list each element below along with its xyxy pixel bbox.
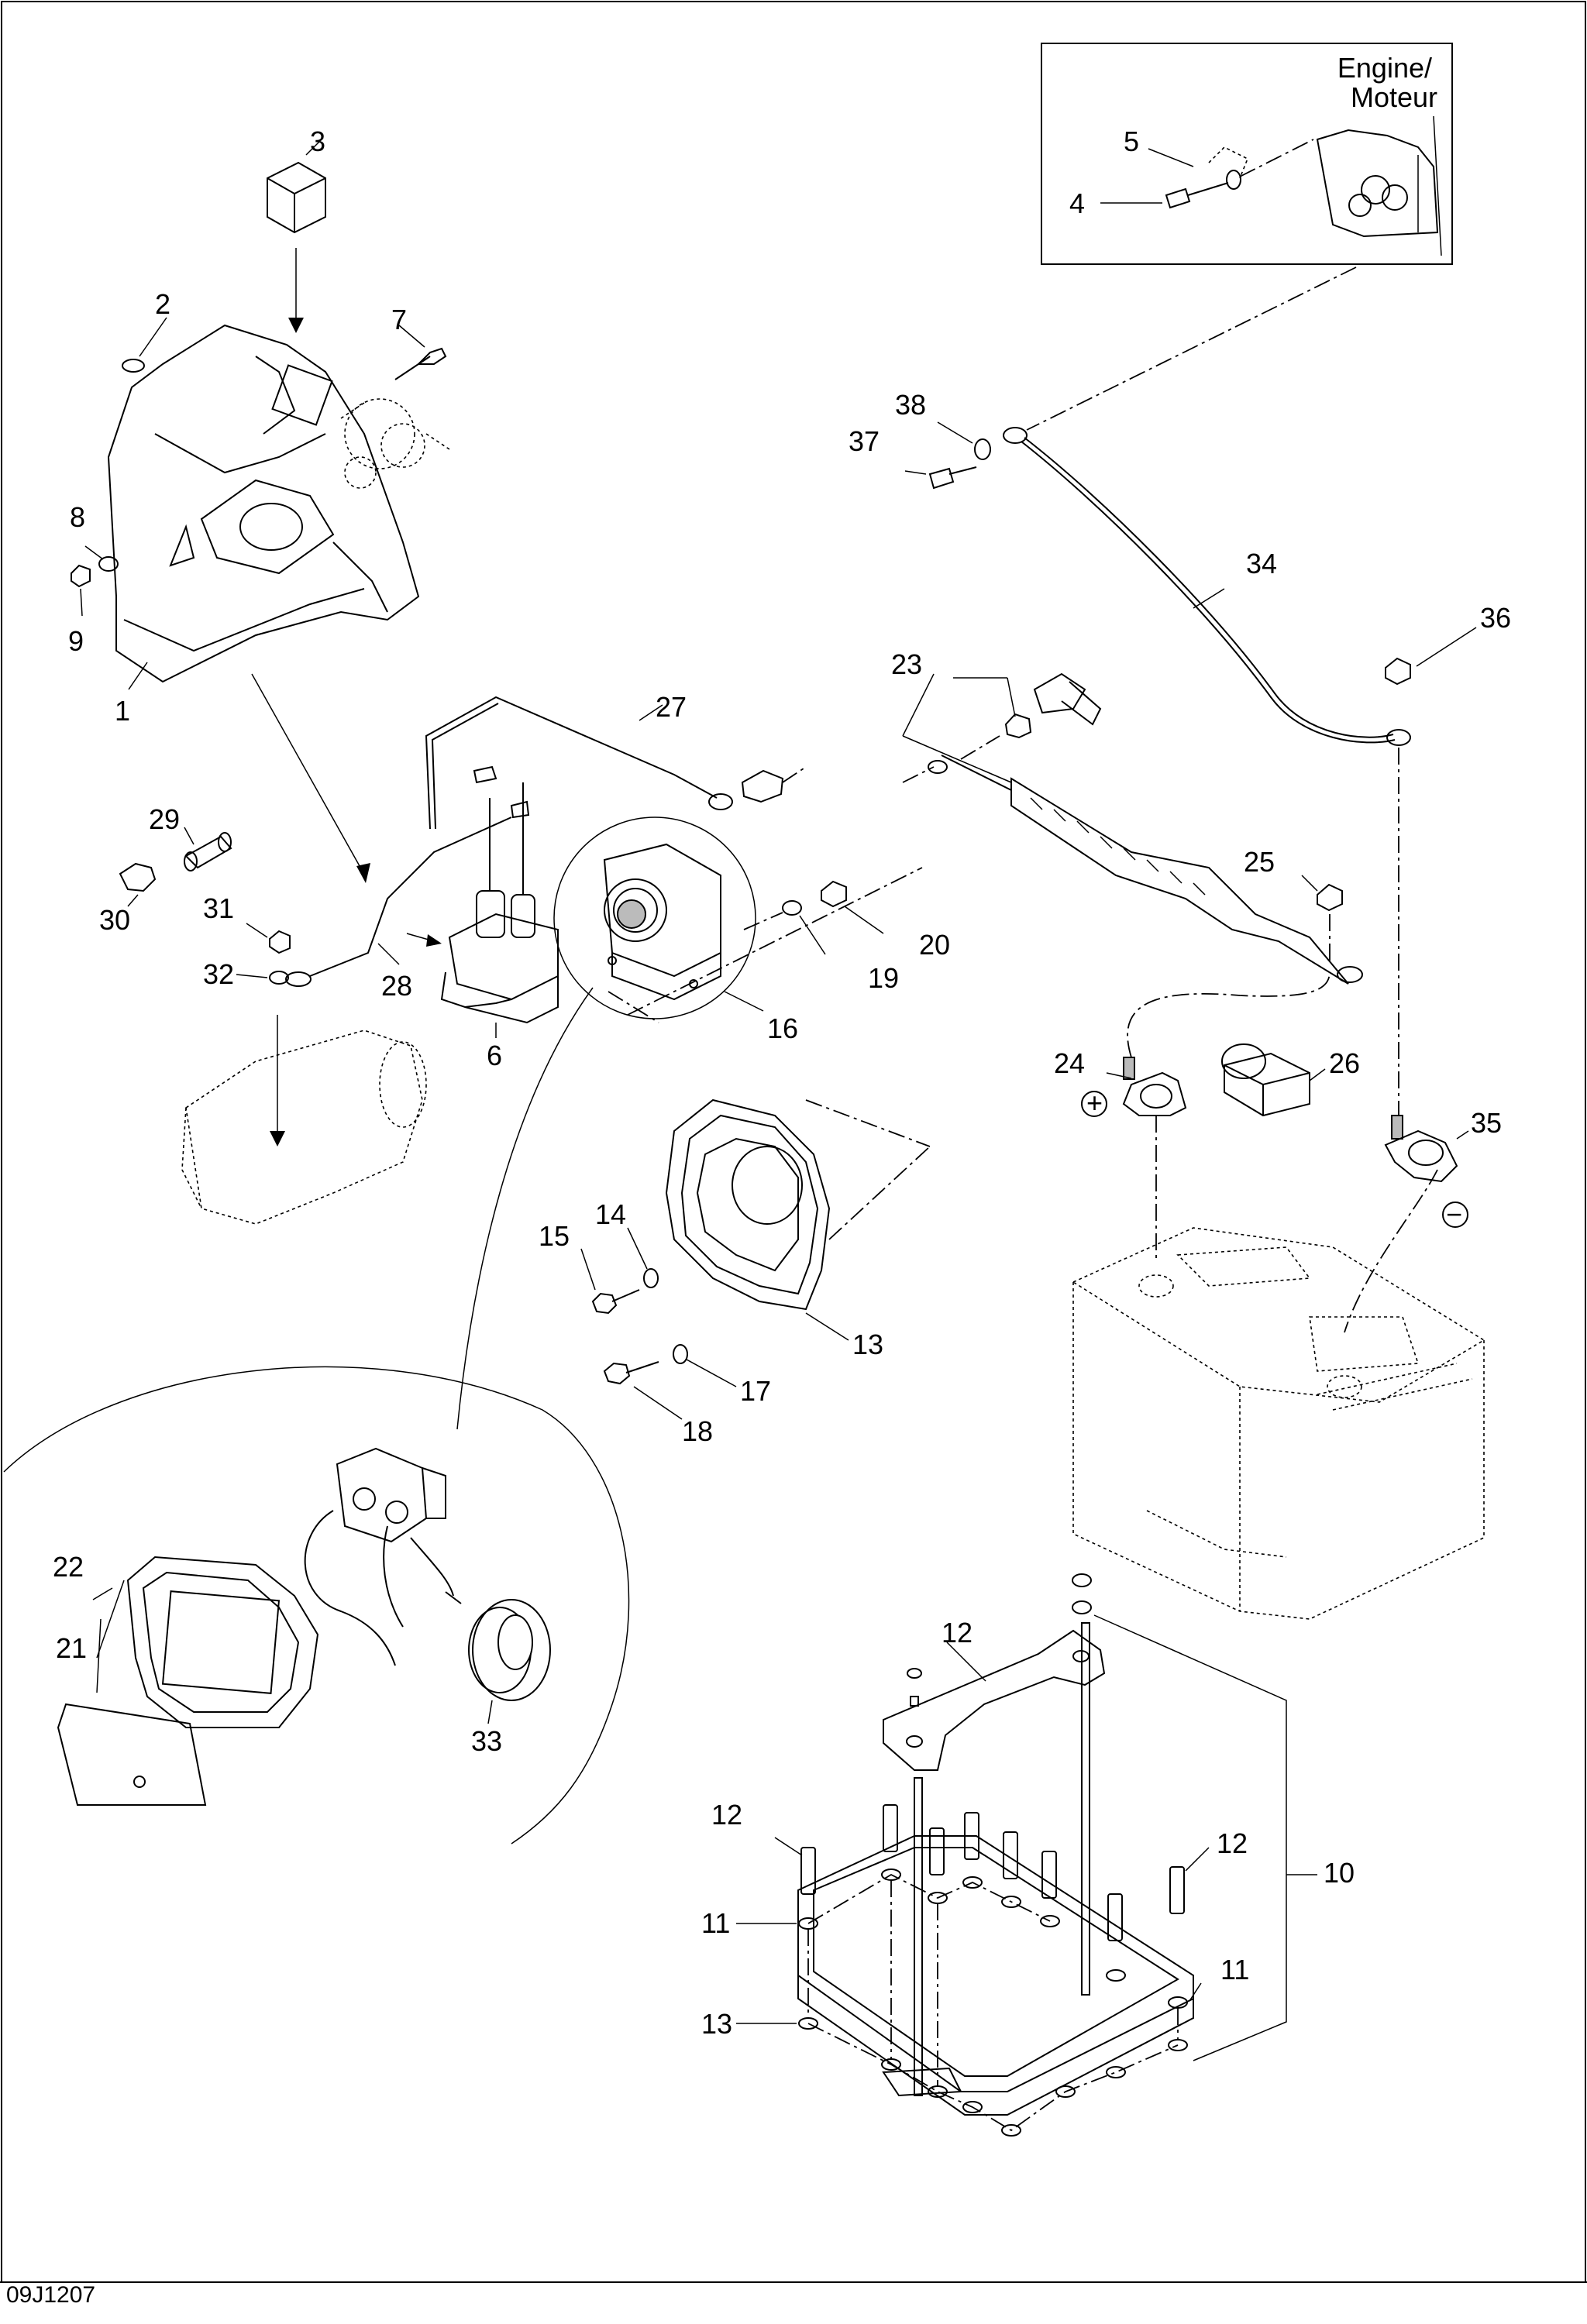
callout-30: 28: [381, 970, 412, 1002]
positive-terminal: +: [1081, 971, 1331, 1259]
minus-sign: −: [1446, 1198, 1462, 1230]
diagram-code: 09J1207: [6, 2282, 96, 2308]
positive-cable: [902, 672, 1363, 985]
console-bracket: [71, 317, 450, 690]
callout-36: 34: [1246, 548, 1277, 579]
callout-22: 20: [919, 929, 950, 961]
callout-16: 14: [595, 1198, 626, 1230]
callout-33: 31: [203, 892, 234, 924]
callout-29: 27: [656, 691, 687, 723]
callout-25: 23: [891, 648, 922, 680]
callout-23: 21: [56, 1632, 87, 1664]
inset-label-engine: Engine/: [1337, 52, 1432, 84]
callout-11-left: 11: [701, 1907, 730, 1939]
callout-17: 15: [539, 1220, 570, 1252]
tray-fasteners: [736, 1804, 1210, 2137]
hold-down-plate: [883, 1629, 1106, 1771]
callout-12-right: 12: [1217, 1827, 1248, 1859]
callout-10: 10: [1324, 1857, 1355, 1889]
engine-inset: Engine/ Moteur: [1041, 43, 1453, 265]
callout-7: 7: [391, 304, 407, 335]
callout-39: 37: [849, 425, 880, 457]
callout-28: 26: [1329, 1047, 1360, 1079]
callout-1: 1: [115, 695, 130, 727]
plus-sign: +: [1086, 1087, 1103, 1119]
callout-35: 33: [471, 1725, 502, 1757]
callout-18: 16: [767, 1012, 798, 1044]
callout-9: 9: [68, 625, 84, 657]
cable-29: [425, 696, 807, 830]
callout-6: 6: [487, 1040, 502, 1071]
switch-bezel: [665, 1098, 931, 1341]
callout-21: 19: [868, 962, 899, 994]
callout-37: 35: [1471, 1107, 1502, 1139]
callout-4: 4: [1069, 187, 1085, 219]
ground-cable: [904, 266, 1477, 1116]
callout-8: 8: [70, 501, 85, 533]
callout-11-right: 11: [1220, 1954, 1249, 1985]
callout-12-left: 12: [711, 1799, 742, 1831]
callout-27: 25: [1244, 846, 1275, 878]
callout-34: 32: [203, 958, 234, 990]
callout-38: 36: [1480, 602, 1511, 634]
callout-14: 12: [942, 1617, 973, 1648]
callout-26: 24: [1054, 1047, 1085, 1079]
detail-view: [3, 1366, 630, 1844]
starter-motor: [181, 1015, 427, 1225]
plus-symbol: [1081, 1091, 1107, 1117]
battery-tray: [797, 1614, 1317, 2116]
callout-31: 29: [149, 803, 180, 835]
connector-plug: [267, 139, 326, 333]
fuse-holder: [119, 827, 232, 907]
inset-label-moteur: Moteur: [1351, 81, 1437, 113]
callout-19: 17: [740, 1375, 771, 1407]
callout-15: 13: [852, 1329, 883, 1360]
callout-2: 2: [155, 288, 170, 320]
callout-5: 5: [1124, 125, 1139, 157]
battery-switch: [553, 816, 923, 1023]
terminal-cap: [1221, 1043, 1326, 1117]
minus-symbol: [1442, 1202, 1468, 1228]
callout-40: 38: [895, 389, 926, 421]
callout-20: 18: [682, 1415, 713, 1447]
cable-30: [285, 816, 512, 987]
callout-24: 22: [53, 1551, 84, 1583]
starter-solenoid: [406, 782, 559, 1038]
battery: [1072, 1227, 1485, 1620]
callout-32: 30: [99, 904, 130, 936]
negative-terminal: −: [1344, 1115, 1469, 1333]
callout-3: 3: [310, 125, 325, 157]
callout-13: 13: [701, 2008, 732, 2040]
